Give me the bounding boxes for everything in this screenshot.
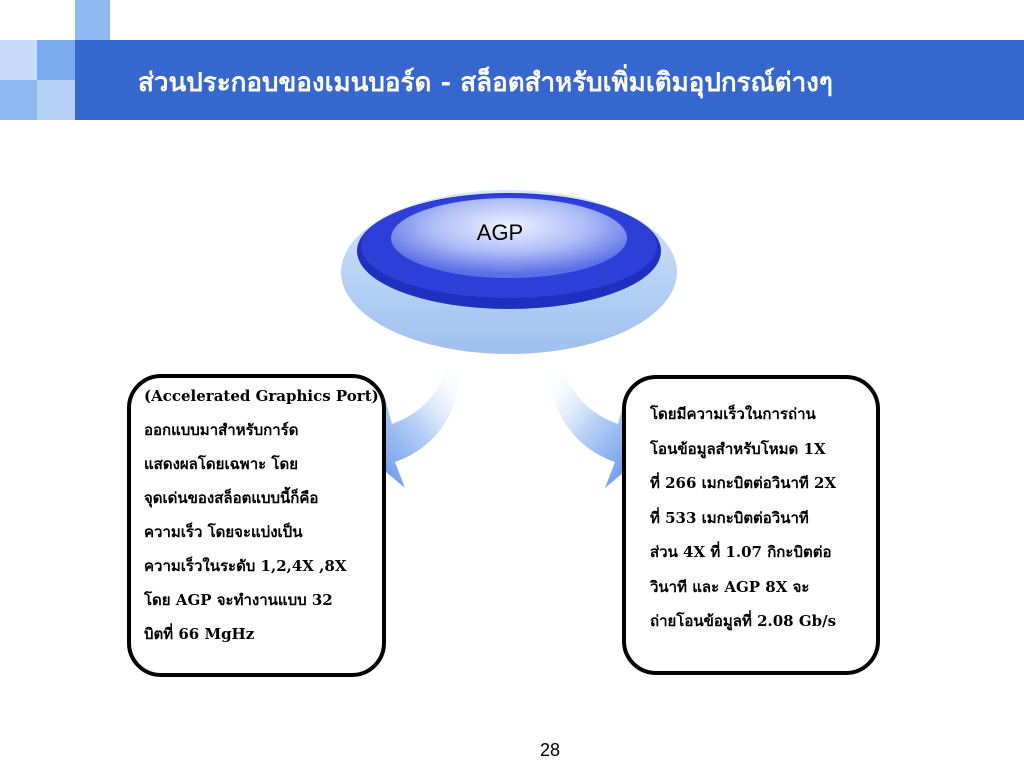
left-info-box [127,374,386,677]
right-box-line: ถ่ายโอนข้อมูลที่ 2.08 Gb/s [650,612,837,630]
left-box-line: บิตที่ 66 MgHz [144,625,255,643]
right-box-line: วินาที และ AGP 8X จะ [650,577,810,596]
slide-title: ส่วนประกอบของเมนบอร์ด - สล็อตสำหรับเพิ่ม… [138,68,833,98]
left-box-text: (Accelerated Graphics Port) ออกแบบมาสำหร… [144,379,379,651]
left-box-line: ความเร็ว โดยจะแบ่งเป็น [144,523,303,541]
corner-square-decoration [0,80,37,120]
corner-square-decoration [37,80,75,120]
left-box-line: (Accelerated Graphics Port) [144,387,379,405]
right-box-line: โดยมีความเร็วในการถ่าน [650,405,816,423]
right-box-line: ที่ 533 เมกะบิตต่อวินาที [650,508,809,527]
corner-square-decoration [75,0,110,40]
right-box-line: โอนข้อมูลสำหรับโหมด 1X [650,439,826,458]
agp-label: AGP [476,220,524,245]
corner-square-decoration [37,40,75,80]
left-box-line: ออกแบบมาสำหรับการ์ด [144,421,299,439]
right-box-line: ส่วน 4X ที่ 1.07 กิกะบิตต่อ [650,543,832,561]
agp-button-top [391,198,627,278]
right-box-line: ที่ 266 เมกะบิตต่อวินาที 2X [650,474,837,492]
left-box-line: จุดเด่นของสล็อตแบบนี้ก็คือ [144,489,319,507]
title-bar [75,40,1024,120]
left-box-line: โดย AGP จะทำงานแบบ 32 [144,591,333,609]
right-info-box [622,375,880,675]
right-box-text: โดยมีความเร็วในการถ่าน โอนข้อมูลสำหรับโห… [650,397,836,639]
left-box-line: แสดงผลโดยเฉพาะ โดย [144,455,298,473]
left-box-line: ความเร็วในระดับ 1,2,4X ,8X [144,557,347,575]
page-number: 28 [539,740,561,760]
